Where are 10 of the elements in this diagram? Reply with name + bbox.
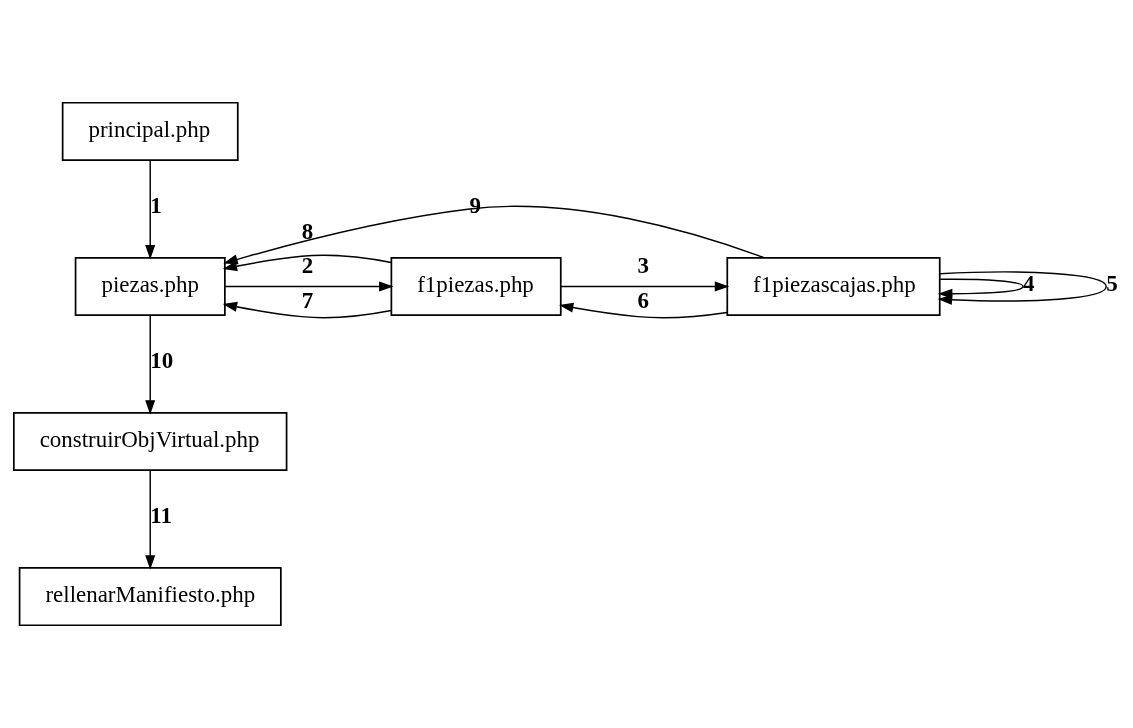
edge-label: 7	[301, 287, 314, 313]
edge-label: 10	[150, 348, 174, 374]
edge-label: 2	[301, 253, 314, 279]
edge-label: 4	[1022, 270, 1035, 296]
edge-label: 11	[150, 503, 172, 529]
edge-label: 8	[301, 218, 314, 244]
edge-label: 5	[1106, 270, 1118, 296]
edge-label: 6	[637, 287, 650, 313]
edge-label: 1	[150, 192, 162, 218]
edge-label: 3	[637, 253, 650, 279]
